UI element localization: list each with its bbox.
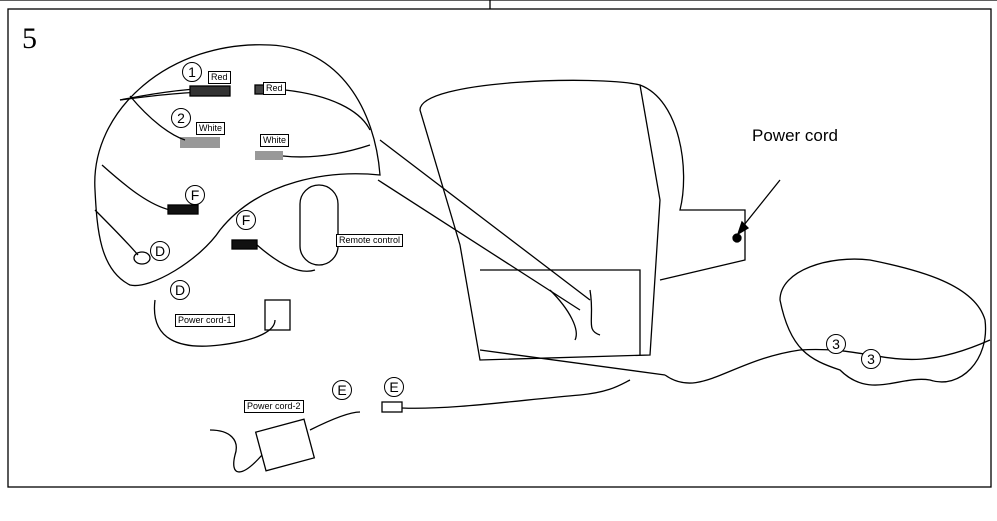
marker-e: E — [384, 377, 404, 397]
marker-d: D — [150, 241, 170, 261]
frame — [7, 8, 992, 488]
step-number: 5 — [22, 22, 37, 55]
white-label: White — [196, 122, 226, 135]
marker-1: 1 — [182, 62, 202, 82]
power-cord-2-label: Power cord-2 — [244, 400, 304, 413]
marker-3: 3 — [826, 334, 846, 354]
marker-3: 3 — [861, 349, 881, 369]
zoom-bubble-3 — [779, 258, 987, 386]
red-label: Red — [263, 82, 286, 95]
white-label: White — [260, 134, 290, 147]
power-cord-label: Power cord — [752, 126, 838, 145]
marker-e: E — [332, 380, 352, 400]
chair-drawing — [419, 79, 661, 361]
remote-control-label: Remote control — [336, 234, 404, 247]
red-label: Red — [208, 71, 231, 84]
marker-f: F — [185, 185, 205, 205]
zoom-bubble — [94, 44, 381, 287]
marker-2: 2 — [171, 108, 191, 128]
power-cord-arrow — [739, 179, 781, 231]
remote-control-drawing — [299, 184, 339, 266]
marker-f: F — [236, 210, 256, 230]
marker-d: D — [170, 280, 190, 300]
power-cord-1-label: Power cord-1 — [175, 314, 235, 327]
